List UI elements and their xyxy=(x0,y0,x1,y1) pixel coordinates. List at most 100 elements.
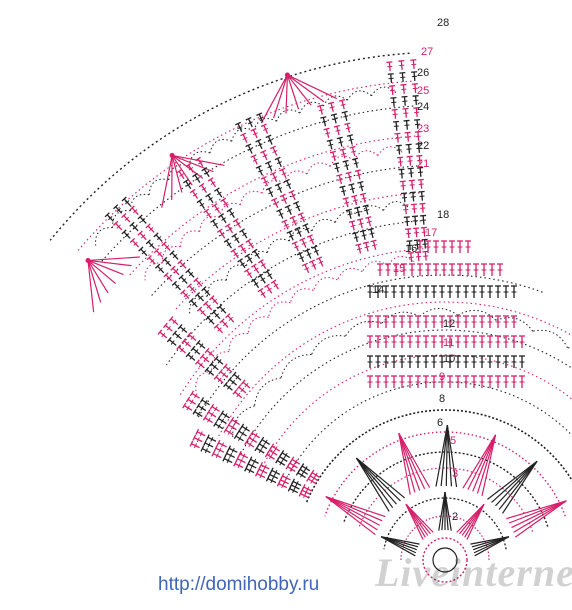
source-url-link[interactable]: http://domihobby.ru xyxy=(158,574,320,595)
stitch xyxy=(455,375,461,388)
stitch xyxy=(231,371,242,381)
stitch xyxy=(265,134,273,145)
center-fan-stitch xyxy=(380,536,416,557)
chain-loop xyxy=(144,262,163,281)
stitch xyxy=(226,421,237,431)
inner-fan-stitch xyxy=(355,457,390,512)
stitch xyxy=(201,166,210,178)
stitch xyxy=(250,277,260,289)
stitch xyxy=(407,335,413,348)
stitch xyxy=(341,110,349,121)
stitch xyxy=(298,490,309,499)
center-fan-stitch xyxy=(470,536,510,545)
stitch xyxy=(306,234,315,245)
stitch xyxy=(387,73,394,84)
stitch xyxy=(200,445,211,454)
inner-fan-stitch xyxy=(398,433,411,495)
fan-stitch xyxy=(285,74,289,114)
fan-stitch xyxy=(87,260,95,313)
round-label: 22 xyxy=(417,140,429,152)
stitch xyxy=(415,335,421,348)
stitch xyxy=(291,241,299,252)
stitch xyxy=(194,359,205,369)
stitch xyxy=(129,237,140,248)
chain-loop xyxy=(247,316,269,334)
chain-loop xyxy=(306,162,331,175)
stitch xyxy=(487,375,493,388)
stitch xyxy=(348,183,356,194)
stitch xyxy=(431,375,437,388)
stitch xyxy=(254,470,266,479)
stitch xyxy=(395,144,402,155)
stitch xyxy=(244,268,253,279)
stitch xyxy=(412,95,419,105)
stitch xyxy=(257,273,266,284)
stitch xyxy=(204,347,215,357)
stitch xyxy=(316,256,324,267)
stitch xyxy=(257,441,268,450)
stitch xyxy=(199,353,210,363)
stitch xyxy=(367,375,373,388)
stitch xyxy=(385,263,391,276)
stitch xyxy=(407,315,413,328)
stitch xyxy=(181,338,192,348)
stitch xyxy=(439,285,445,298)
stitch xyxy=(433,263,439,276)
stitch xyxy=(226,207,235,218)
fan-stitch xyxy=(161,155,173,208)
stitch xyxy=(213,323,223,334)
stitch xyxy=(479,355,485,368)
inner-fan-stitch xyxy=(481,434,497,497)
stitch xyxy=(487,355,493,368)
stitch xyxy=(411,71,418,82)
stitch xyxy=(418,190,425,201)
stitch xyxy=(414,118,421,129)
stitch xyxy=(359,229,367,240)
center-fan-stitch xyxy=(438,491,446,531)
stitch xyxy=(327,101,335,112)
stitch xyxy=(495,315,501,328)
stitch xyxy=(258,258,267,270)
stitch xyxy=(185,268,195,278)
stitch xyxy=(283,178,292,190)
stitch xyxy=(182,402,193,411)
stitch xyxy=(423,355,429,368)
chain-loop xyxy=(313,277,338,291)
chain-loop xyxy=(299,101,324,114)
inner-fan-stitch xyxy=(325,496,380,526)
stitch xyxy=(210,218,219,229)
stitch xyxy=(406,155,413,166)
stitch xyxy=(189,188,199,199)
stitch xyxy=(495,335,501,348)
inner-fan-stitch xyxy=(355,457,397,505)
stitch xyxy=(397,156,404,167)
stitch xyxy=(209,403,220,412)
stitch xyxy=(352,231,359,243)
stitch xyxy=(330,113,338,124)
stitch xyxy=(405,228,412,239)
stitch xyxy=(240,379,251,389)
stitch xyxy=(289,456,301,465)
stitch xyxy=(329,150,337,162)
stitch xyxy=(362,241,370,252)
stitch xyxy=(223,238,232,249)
stitch xyxy=(497,263,503,276)
stitch xyxy=(192,408,203,418)
stitch xyxy=(417,240,423,253)
stitch xyxy=(249,430,261,439)
stitch xyxy=(354,206,361,217)
stitch xyxy=(137,214,147,224)
stitch xyxy=(260,149,268,161)
stitch xyxy=(407,355,413,368)
round-label: 9 xyxy=(439,371,445,383)
chain-arc xyxy=(101,105,414,262)
stitch xyxy=(199,397,210,406)
stitch xyxy=(391,375,397,388)
round-label: 15 xyxy=(393,263,405,275)
round-label: 8 xyxy=(439,393,445,405)
stitch xyxy=(383,335,389,348)
chain-arc xyxy=(260,354,572,471)
stitch xyxy=(402,204,409,215)
stitch xyxy=(198,182,207,194)
stitch xyxy=(180,289,190,299)
